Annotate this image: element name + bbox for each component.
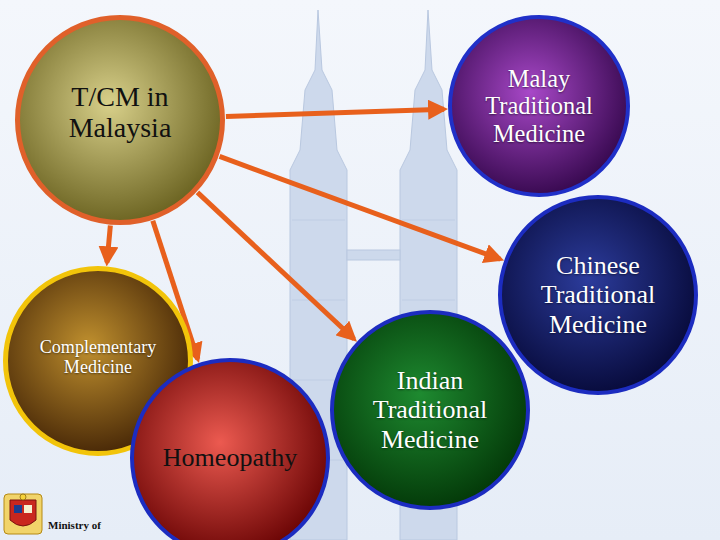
topic-circle: Indian Traditional Medicine (330, 310, 530, 510)
arrow-connector (220, 156, 501, 259)
circle-outline (18, 18, 223, 223)
topic-label: Chinese Traditional Medicine (518, 251, 678, 338)
ministry-caption: Ministry of (48, 519, 101, 531)
arrow-connector (197, 192, 354, 339)
circle-outline (132, 360, 328, 540)
topic-label: Malay Traditional Medicine (466, 65, 612, 147)
circle-outline (332, 312, 528, 508)
text-holder: Indian Traditional Medicine (330, 310, 530, 510)
topic-label: Homeopathy (163, 443, 297, 472)
topic-label: Indian Traditional Medicine (350, 366, 510, 453)
circle-outline (450, 17, 628, 195)
topic-circle: Chinese Traditional Medicine (498, 195, 698, 395)
topic-circle: Malay Traditional Medicine (448, 15, 630, 197)
text-holder: Homeopathy (130, 358, 330, 540)
topic-label: Complementary Medicine (22, 337, 174, 378)
topic-circle: Homeopathy (130, 358, 330, 540)
text-holder: T/CM in Malaysia (15, 15, 225, 225)
topic-circle: T/CM in Malaysia (15, 15, 225, 225)
text-holder: Chinese Traditional Medicine (498, 195, 698, 395)
topic-label: T/CM in Malaysia (36, 81, 204, 144)
arrow-connector (226, 109, 444, 116)
circle-outline (500, 197, 696, 393)
ministry-crest (4, 494, 42, 534)
text-holder: Malay Traditional Medicine (448, 15, 630, 197)
arrow-connector (107, 226, 110, 263)
